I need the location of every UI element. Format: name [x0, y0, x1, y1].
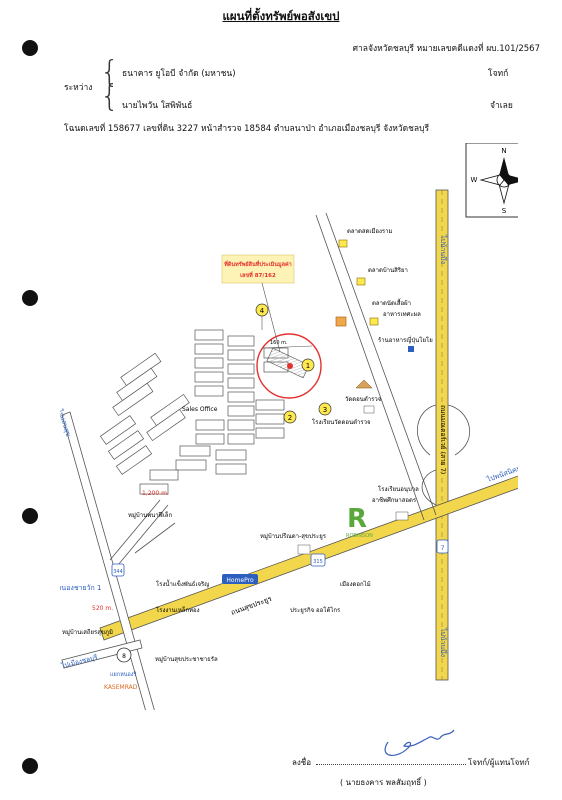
- place-hotel: โรงน้ำแข็งพันธ์เจริญ: [156, 578, 209, 588]
- place-village-prachakit: หมู่บ้านสุขประชาชาธรัล: [155, 656, 218, 663]
- highway-shield-315: 315: [310, 553, 326, 567]
- svg-text:R: R: [347, 504, 367, 534]
- village-access-road: [109, 499, 176, 566]
- binder-hole-top: [22, 40, 38, 56]
- place-village-setthi: หมู่บ้านเสถียรสุขภูมิ: [62, 628, 113, 636]
- distance-520: 520 m.: [92, 605, 113, 612]
- svg-text:8: 8: [122, 653, 126, 660]
- road-label-sukprayoon: ถนนสุขประยูร: [230, 595, 273, 617]
- highway-shield-344: 344: [111, 563, 125, 577]
- place-school-anuban: โรงเรียนอนุบาล: [378, 485, 419, 493]
- marker-4-label: 4: [260, 307, 265, 315]
- motorway-road: ไปบ้านบึง ไปบ้านบึง ถนนมอเตอร์เวย์ (สาย …: [435, 189, 449, 681]
- defendant-role: จำเลย: [490, 101, 513, 111]
- place-homepro: HomePro: [226, 577, 254, 584]
- highway-344-label: 344: [113, 569, 123, 575]
- dimension-label: 160 m.: [270, 340, 288, 346]
- marker-3-label: 3: [323, 406, 327, 414]
- road-label-motorway: ถนนมอเตอร์เวย์ (สาย 7): [439, 405, 447, 474]
- place-sales-office: Sales Office: [182, 406, 218, 413]
- signature-line: [316, 764, 466, 765]
- place-market-nonfood: ตลาดนัดเสื้อผ้า: [372, 297, 411, 307]
- marker-3: 3: [318, 402, 332, 416]
- marker-4: 4: [255, 303, 269, 330]
- signature-scribble: [384, 729, 455, 756]
- place-nongphai: แยกหนองรี: [110, 671, 136, 678]
- upper-road: [315, 212, 437, 521]
- location-map: N S W E ไปบ้านบึง ไปบ้านบึง ถนนมอเตอร์เว…: [60, 143, 518, 710]
- brace-icon: {: [100, 55, 120, 90]
- compass-s-label: S: [502, 207, 507, 215]
- place-warehouse: โรงงานเหล็กทอง: [156, 605, 200, 614]
- court-case-number: ศาลจังหวัดชลบุรี หมายเลขคดีแดงที่ ผบ.101…: [352, 44, 540, 54]
- sign-label: ลงชื่อ: [292, 758, 312, 767]
- compass-n-label: N: [501, 147, 506, 155]
- temple-school: วัดดอนตำรวจ โรงเรียนวัดดอนตำรวจ: [312, 379, 381, 426]
- village-labels: หมู่บ้านพนาฬีเล็ก หมู่บ้านปรีณดา-สุขประย…: [62, 510, 371, 691]
- property-highlight: 160 m.: [256, 333, 322, 399]
- sukprayoon-road: ไปพนัสนิคม ถนนสุขประยูร: [99, 463, 518, 641]
- deed-info: โฉนดเลขที่ 158677 เลขที่ดิน 3227 หน้าสำร…: [64, 124, 430, 134]
- road-label-to-banbung-bottom: ไปบ้านบึง: [439, 627, 448, 657]
- signature-role: โจทก์/ผู้แทนโจทก์: [468, 758, 530, 767]
- marker-2: 2: [283, 410, 297, 424]
- road-label-nongmaidaeng: ถนนหนองชายวัก 1: [60, 584, 101, 592]
- place-shop-pinn: เมืองดอกไม้: [340, 580, 371, 588]
- marker-1-label: 1: [306, 362, 310, 370]
- market-icons: ตลาดสดเมืองราม ตลาดบ้านสิริยา ตลาดนัดเสื…: [335, 227, 433, 352]
- binder-hole-bottom: [22, 758, 38, 774]
- place-temple: วัดดอนตำรวจ: [345, 396, 381, 403]
- place-market-banthipraya: ตลาดบ้านสิริยา: [368, 267, 408, 274]
- property-label-line2: เลขที่ 87/162: [240, 271, 276, 279]
- place-robinson: ROBINSON: [346, 533, 373, 539]
- school-anuban: โรงเรียนอนุบาล อาชีพศึกษาสอดร: [372, 485, 419, 521]
- place-market-sodsuwan: ตลาดสดเมืองราม: [347, 227, 393, 235]
- place-market-nonfood2: อาหารเทศะผล: [383, 311, 421, 318]
- place-hospital: KASEMRAD: [104, 684, 138, 691]
- highway-315-label: 315: [313, 559, 323, 565]
- road-label-to-banbung-top: ไปบ้านบึง: [439, 234, 448, 264]
- left-road: ไปแสนสุข: [60, 407, 155, 710]
- nongphai-junction: 8 แยกหนองรี: [110, 647, 136, 678]
- place-school-watdon: โรงเรียนวัดดอนตำรวจ: [312, 418, 371, 426]
- highway-shield-7: 7: [436, 539, 449, 554]
- binder-hole-middle-upper: [22, 290, 38, 306]
- marker-1: 1: [301, 358, 315, 372]
- place-restaurant: ร้านอาหารญี่ปุ่นโยโย: [378, 336, 433, 344]
- highway-7-label: 7: [441, 545, 445, 552]
- brace-icon-lower: {: [100, 79, 120, 114]
- place-chemical: ประยูรกิจ ออโต้ไกร: [290, 606, 341, 614]
- compass-w-label: W: [471, 176, 478, 184]
- place-village-nongbua: หมู่บ้านพนาฬีเล็ก: [128, 510, 172, 519]
- binder-hole-middle-lower: [22, 508, 38, 524]
- property-label-box: ที่ดินทรัพย์สินที่ประเมินมูลค่า เลขที่ 8…: [221, 254, 295, 353]
- between-label: ระหว่าง: [64, 83, 93, 93]
- signatory-name: ( นายธงคาร พลสัมฤทธิ์ ): [340, 778, 427, 787]
- distance-1200: 1,200 m.: [142, 490, 169, 497]
- property-label-line1: ที่ดินทรัพย์สินที่ประเมินมูลค่า: [224, 260, 292, 269]
- robinson-logo: R ROBINSON: [346, 504, 373, 539]
- place-village-supreeya: หมู่บ้านปรีณดา-สุขประยูร: [260, 532, 327, 540]
- subdivision-blocks: [99, 329, 289, 495]
- place-school-anuban2: อาชีพศึกษาสอดร: [372, 496, 417, 504]
- defendant-name: นายไพวัน ใสพิพันธ์: [122, 101, 193, 111]
- plaintiff-role: โจทก์: [488, 69, 509, 79]
- plaintiff-name: ธนาคาร ยูโอบี จำกัด (มหาชน): [122, 69, 236, 79]
- page-title: แผนที่ตั้งทรัพย์พอสังเขป: [222, 9, 340, 23]
- marker-2-label: 2: [288, 414, 292, 422]
- compass-rose: N S W E: [465, 143, 518, 218]
